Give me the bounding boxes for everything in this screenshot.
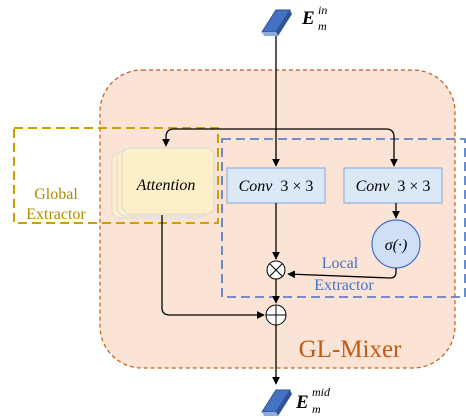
output-tensor-icon [261,389,292,416]
multiply-operator [266,260,286,280]
svg-text:Conv 3 × 3: Conv 3 × 3 [239,178,314,195]
svg-text:Conv 3 × 3: Conv 3 × 3 [356,178,431,195]
output-tensor-label: E [295,392,309,413]
sigma-activation: σ(·) [371,219,421,269]
gl-mixer-container [99,69,456,369]
conv-left-size: 3 × 3 [280,178,313,195]
input-tensor-sup: in [318,3,327,17]
connections [161,36,400,385]
input-tensor-icon [261,9,292,36]
global-extractor-label-2: Extractor [26,206,86,223]
attention-label: Attention [136,177,196,194]
local-extractor-box [221,138,466,298]
global-extractor-box [13,127,219,224]
output-tensor-sub: m [312,402,321,416]
attention-block: Attention [111,147,215,219]
conv-right-size: 3 × 3 [397,178,430,195]
conv-block-right: Conv 3 × 3 [343,167,443,204]
input-tensor-sub: m [318,19,327,33]
input-tensor-label: E [301,8,315,29]
local-extractor-label-1: Local [322,255,359,272]
conv-block-left: Conv 3 × 3 [226,167,326,204]
global-extractor-label-1: Global [34,186,78,203]
local-extractor-label-2: Extractor [314,277,374,294]
output-tensor-sup: mid [312,385,331,399]
add-operator [265,304,287,326]
gl-mixer-label: GL-Mixer [299,336,402,363]
conv-left-name: Conv [239,178,274,195]
conv-right-name: Conv [356,178,391,195]
sigma-label: σ(·) [385,237,408,254]
